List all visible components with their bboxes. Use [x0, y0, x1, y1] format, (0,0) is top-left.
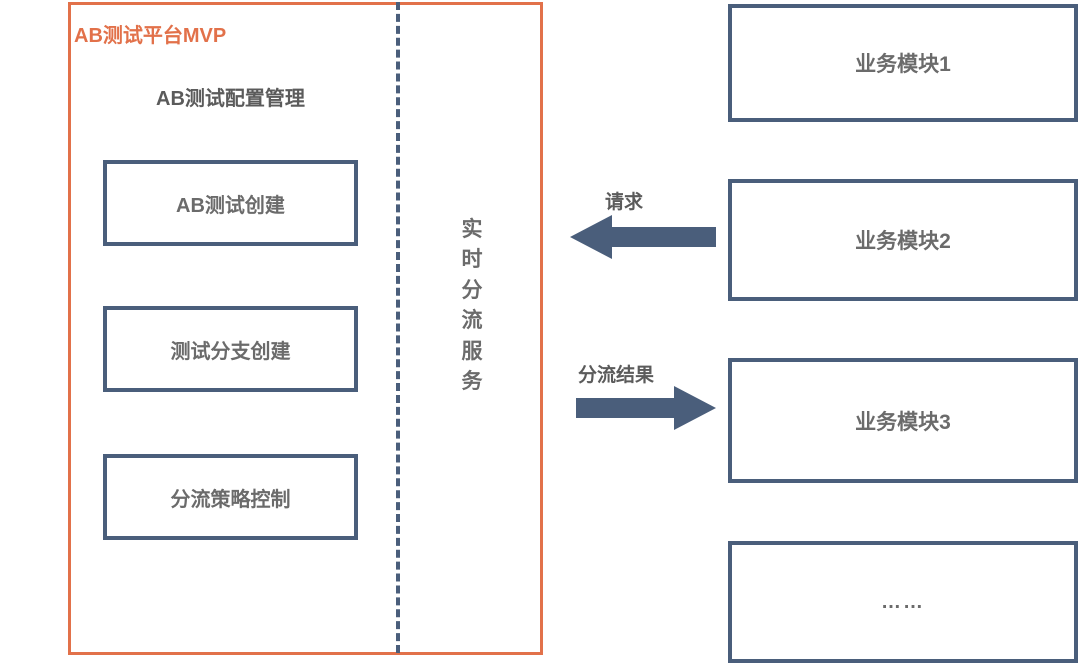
- ab-test-platform-boundary: [68, 2, 543, 655]
- config-box-test-branch-create[interactable]: 测试分支创建: [103, 306, 358, 392]
- service-char: 务: [461, 370, 483, 394]
- split-result-arrow: [576, 384, 716, 432]
- config-box-ab-test-create[interactable]: AB测试创建: [103, 160, 358, 246]
- business-module-label: 业务模块2: [855, 230, 951, 253]
- vertical-dashed-divider: [396, 2, 400, 653]
- service-char: 服: [461, 339, 483, 363]
- arrow-left-icon: [570, 215, 716, 259]
- realtime-split-service-label: 实 时 分 流 服 务: [452, 215, 492, 398]
- config-section-title: AB测试配置管理: [156, 88, 305, 110]
- business-module-box-1[interactable]: 业务模块1: [728, 4, 1078, 122]
- business-module-box-3[interactable]: 业务模块3: [728, 358, 1078, 483]
- service-char: 分: [461, 278, 483, 302]
- config-box-label: 分流策略控制: [170, 488, 291, 511]
- split-result-arrow-label: 分流结果: [578, 365, 655, 386]
- business-module-box-2[interactable]: 业务模块2: [728, 179, 1078, 301]
- business-module-label: 业务模块1: [855, 53, 951, 76]
- business-module-box-more[interactable]: ……: [728, 541, 1078, 663]
- config-box-label: 测试分支创建: [170, 340, 291, 363]
- request-arrow: [570, 213, 716, 261]
- request-arrow-label: 请求: [605, 192, 644, 213]
- business-module-ellipsis-label: ……: [881, 590, 925, 613]
- arrow-right-icon: [576, 386, 716, 430]
- platform-title: AB测试平台MVP: [74, 25, 227, 47]
- service-char: 时: [461, 248, 483, 272]
- service-char: 流: [461, 309, 483, 333]
- service-char: 实: [461, 218, 483, 241]
- config-box-split-policy-control[interactable]: 分流策略控制: [103, 454, 358, 540]
- business-module-label: 业务模块3: [855, 410, 951, 434]
- config-box-label: AB测试创建: [176, 194, 285, 217]
